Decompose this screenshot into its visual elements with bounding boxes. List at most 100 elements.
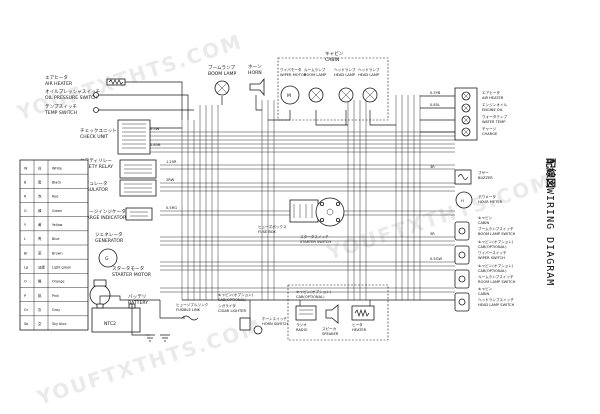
wire-gauge-notes: 0.5W 0.85B 1.25R 2RW 0.5RG 0.5YB 0.85L 3… [150, 91, 443, 261]
color-code-cell-jp: 青 [38, 236, 42, 241]
color-code-cell-en: Black [52, 181, 61, 185]
wire-gauge-note: 0.5W [150, 127, 160, 131]
wiper-motor-symbol [280, 85, 300, 105]
color-code-cell-en: Yellow [52, 223, 63, 227]
color-code-cell-code: B [24, 181, 27, 185]
wire-gauge-note: 0.85L [430, 103, 440, 107]
check-unit-label-jp: チェックユニット [80, 128, 117, 134]
color-code-cell-code: P [24, 294, 26, 298]
color-code-cell-code: W [24, 166, 28, 170]
starter-switch-pin-3 [319, 217, 324, 222]
head-lamp-right: ヘッドランプ HEAD LAMP [358, 67, 380, 103]
charge-indicator-label-jp: チャージインジケータ [80, 208, 126, 215]
starter-switch-label-en: STARTER SWITCH [300, 240, 331, 244]
title-japanese: 配線図 [544, 158, 557, 188]
check-unit: チェックユニット CHECK UNIT [80, 119, 151, 155]
boom-lamp-switch: キャビン CABIN ブームランプスイッチ BOOM LAMP SWITCH [454, 215, 516, 241]
engine-oil-indicator-label-jp: エンジンオイル [482, 102, 508, 107]
wiper-motor: M ワイパモータ WIPER MOTOR [280, 67, 307, 105]
battery-label-jp: バッテリ [128, 294, 146, 300]
color-code-cell-en: Red [52, 195, 58, 199]
temp-switch-label-en: TEMP SWITCH [44, 110, 77, 116]
color-code-cell-code: Sb [24, 322, 28, 326]
wire-gauge-note: 0.5RG [166, 206, 177, 210]
color-code-cell-en: Gray [52, 308, 60, 312]
battery-terminal-pos [96, 303, 104, 309]
check-unit-box [117, 119, 151, 155]
wiper-motor-label-en: WIPER MOTOR [280, 73, 307, 77]
color-code-cell-en: White [52, 166, 62, 170]
starter-motor-solenoid [93, 279, 107, 287]
horn-switch-label-en: HORN SWITCH [262, 322, 288, 326]
room-lamp-label-jp: ルームランプ [304, 67, 326, 72]
hour-meter-label-en: HOUR METER [478, 200, 503, 204]
speaker-symbol [325, 304, 339, 324]
right-components: エアヒータ AIR HEATER エンジンオイル ENGINE OIL ウォータ… [454, 87, 516, 312]
head-lamp-switch-knob [458, 298, 466, 306]
room-lamp-switch-label-jp: ルームランプスイッチ [478, 274, 514, 279]
buzzer-label-jp: ブザー [478, 170, 489, 175]
color-code-cell-code: G [24, 209, 27, 213]
air-heater-label-en: AIR HEATER [45, 81, 73, 87]
generator-symbol [98, 248, 118, 268]
wire-gauge-note: 5R [430, 232, 435, 236]
safety-relay: セフティリレー SAFETY RELAY [80, 158, 157, 179]
hour-meter-glyph: H [461, 199, 464, 203]
heater-label-jp: ヒータ [352, 322, 363, 327]
horn: ホーン HORN [248, 64, 265, 97]
oil-pressure-switch-symbol [93, 92, 99, 98]
speaker: スピーカ SPEAKER [322, 304, 339, 336]
starter-switch-pin-1 [319, 201, 324, 206]
buzzer-label-en: BUZZER [478, 176, 493, 180]
wire-gauge-note: 1.25R [166, 160, 177, 164]
air-heater-indicator-label-jp: エアヒータ [482, 90, 500, 95]
head-lamp-right-label-en: HEAD LAMP [358, 73, 380, 77]
regulator-label-en: REGULATOR [80, 187, 109, 193]
horn-symbol [249, 77, 265, 97]
wiper-switch-knob [458, 251, 466, 259]
head-lamp-left-label-jp: ヘッドランプ [334, 67, 356, 72]
watermark-middle: YOUFTXTHTS.COM [323, 169, 555, 265]
air-heater-label-jp: エアヒータ [45, 74, 68, 81]
room-lamp-switch-label-en: ROOM LAMP SWITCH [478, 280, 516, 284]
color-code-cell-en: Light green [52, 266, 71, 270]
starter-motor: スタータモータ STARTER MOTOR [89, 265, 152, 306]
head-lamp-left: ヘッドランプ HEAD LAMP [334, 67, 356, 103]
boom-lamp-switch-label-jp: ブームランプスイッチ [478, 226, 514, 231]
color-code-cell-en: Green [52, 209, 62, 213]
boom-lamp-label-jp: ブームランプ [208, 64, 235, 71]
battery-box [91, 307, 141, 333]
head-lamp-left-label-en: HEAD LAMP [334, 73, 356, 77]
speaker-label-en: SPEAKER [322, 332, 339, 336]
radio: ラジオ RADIO [295, 305, 317, 332]
heater-label-en: HEATER [352, 328, 367, 332]
head-lamp-switch: キャビン CABIN ヘッドランプスイッチ HEAD LAMP SWITCH [454, 286, 515, 312]
top-components: ブームランプ BOOM LAMP ホーン HORN キャビン CABIN M ワ… [208, 50, 389, 121]
color-code-cell-jp: 白 [38, 165, 41, 170]
fuse-box: ヒューズボックス FUSE BOX [258, 199, 319, 234]
generator-label-en: GENERATOR [95, 238, 124, 244]
room-lamp-switch-knob [458, 275, 466, 283]
air-heater-indicator-label-en: AIR HEATER [482, 96, 504, 100]
oil-pressure-switch: オイルプレッシャスイッチ OIL PRESSURE SWITCH [45, 89, 101, 101]
wiper-switch-label-en: WIPER SWITCH [478, 256, 505, 260]
color-code-cell-jp: 緑 [38, 208, 42, 213]
wiper-switch-tag-jp: キャビン(オプション) [478, 239, 514, 244]
room-lamp-switch: キャビン(オプション) CAB(OPTIONAL) ルームランプスイッチ ROO… [454, 263, 516, 289]
charge-indicator-lamp-label-jp: チャージ [482, 126, 497, 131]
color-code-cell-jp: 空 [38, 321, 42, 326]
horn-switch: ホーンスイッチ HORN SWITCH [253, 316, 288, 335]
water-temp-indicator-label-en: WATER TEMP [482, 120, 506, 124]
battery-label-en: BATTERY [128, 300, 148, 306]
cigar-lighter-tag-en: CAB(OPTIONAL) [218, 298, 247, 302]
battery-tag: NTC2 [104, 321, 116, 327]
color-code-cell-code: Lg [24, 266, 28, 270]
diagram-title: 配線図 WIRING DIAGRAM [544, 158, 557, 286]
cabin-label-jp: キャビン [325, 50, 344, 57]
wiper-switch: キャビン(オプション) CAB(OPTIONAL) ワイパースイッチ WIPER… [454, 239, 514, 265]
wire-gauge-note: 3R [430, 165, 435, 169]
wiper-motor-glyph: M [287, 93, 291, 99]
charge-indicator: チャージインジケータ CHARGE INDICATOR [80, 207, 153, 221]
